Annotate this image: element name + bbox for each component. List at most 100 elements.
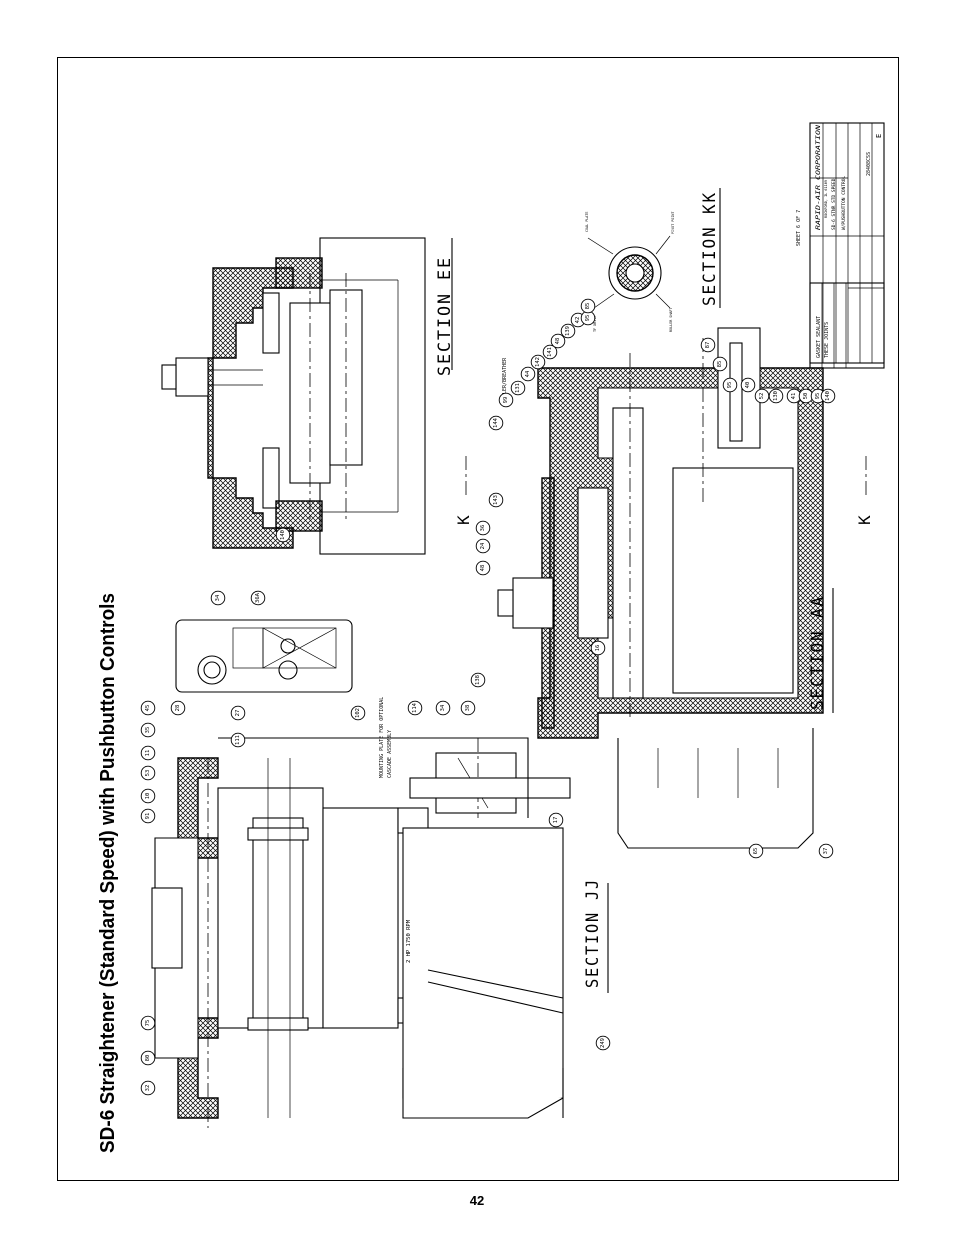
section-aa: SECTION AA K K FILLER/BREATHER GASKET SE…: [454, 316, 874, 849]
part-balloon: 140: [820, 388, 836, 404]
svg-text:80: 80: [145, 1055, 151, 1062]
part-balloon: 95: [722, 377, 738, 393]
part-balloon: 45: [140, 700, 156, 716]
part-balloon: 95: [810, 388, 826, 404]
part-balloon: 87: [700, 337, 716, 353]
part-balloon: 99: [498, 392, 514, 408]
part-balloon: 17: [548, 812, 564, 828]
svg-text:28: 28: [175, 705, 181, 712]
cascade-plate: [175, 619, 353, 693]
part-balloon: 142: [530, 354, 546, 370]
detail-tf-drive: TF DRIVE: [593, 316, 597, 332]
svg-text:45: 45: [145, 705, 151, 712]
part-balloon: 48: [475, 560, 491, 576]
part-balloon: 85: [580, 298, 596, 314]
part-balloon: 35: [140, 722, 156, 738]
part-balloon: 138: [470, 672, 486, 688]
part-balloon: 114: [407, 700, 423, 716]
part-balloon: 36A: [250, 590, 266, 606]
part-balloon: 111: [230, 732, 246, 748]
svg-text:34: 34: [440, 704, 446, 711]
title-block-description: SD-6 STNR STD SPEED: [831, 178, 837, 230]
part-balloon: 143: [488, 492, 504, 508]
svg-text:11: 11: [145, 750, 151, 757]
part-balloon: 85: [712, 356, 728, 372]
title-block-company: RAPID-AIR CORPORATION: [814, 125, 822, 230]
svg-text:95: 95: [727, 382, 733, 389]
part-balloon: 27: [230, 705, 246, 721]
svg-text:139: 139: [565, 326, 571, 336]
part-balloon: 53: [140, 765, 156, 781]
svg-text:141: 141: [547, 347, 553, 357]
title-block-drawing-number: 28408CSS: [866, 152, 872, 176]
svg-text:143: 143: [493, 495, 499, 505]
svg-text:52: 52: [759, 393, 765, 400]
section-jj-label: SECTION JJ: [583, 878, 603, 988]
part-balloon: 131: [510, 380, 526, 396]
section-ee: SECTION EE: [161, 237, 455, 555]
svg-text:37: 37: [823, 848, 829, 855]
part-balloon: 139: [560, 323, 576, 339]
note-gasket-sealant: GASKET SEALANT: [816, 316, 822, 358]
svg-text:111: 111: [235, 735, 241, 745]
svg-text:75: 75: [145, 1020, 151, 1027]
svg-text:36: 36: [480, 525, 486, 532]
svg-text:41: 41: [791, 393, 797, 400]
svg-text:48: 48: [555, 338, 561, 345]
part-balloon: 141: [542, 344, 558, 360]
page-number: 42: [469, 1193, 485, 1208]
sheet-note: SHEET 6 OF 7: [796, 210, 802, 246]
svg-text:17: 17: [553, 817, 559, 824]
part-balloon: 91: [140, 808, 156, 824]
page-title: SD-6 Straightener (Standard Speed) with …: [96, 593, 119, 1153]
svg-text:131: 131: [515, 383, 521, 393]
part-balloon: 80: [140, 1050, 156, 1066]
title-block-rev: E: [875, 134, 883, 138]
svg-text:85: 85: [717, 361, 723, 368]
section-kk-detail: COAL PLATE PIVOT POINT TF DRIVE ROLLER S…: [585, 188, 721, 333]
svg-text:142: 142: [535, 357, 541, 367]
svg-text:32: 32: [145, 1085, 151, 1092]
part-balloon: 75: [140, 1015, 156, 1031]
part-balloon: 249: [595, 1035, 611, 1051]
svg-text:44: 44: [525, 370, 531, 377]
drawing-frame: SD-6 Straightener (Standard Speed) with …: [57, 57, 899, 1181]
svg-text:42: 42: [575, 317, 581, 324]
note-mounting-plate: MOUNTING PLATE FOR OPTIONAL: [379, 697, 385, 778]
svg-text:65: 65: [753, 848, 759, 855]
svg-text:27: 27: [235, 710, 241, 717]
part-balloon: 10: [140, 788, 156, 804]
svg-text:144: 144: [493, 417, 499, 428]
svg-text:36A: 36A: [255, 592, 261, 603]
svg-text:10: 10: [145, 793, 151, 800]
part-balloon: 52: [754, 388, 770, 404]
part-balloon: 140: [275, 527, 291, 543]
svg-text:40: 40: [745, 382, 751, 389]
svg-text:87: 87: [705, 342, 711, 349]
detail-roller-shaft: ROLLER SHAFT: [669, 308, 673, 333]
svg-text:138: 138: [475, 675, 481, 685]
svg-text:102: 102: [355, 708, 361, 718]
part-balloon: 144: [488, 415, 504, 431]
part-balloon: 38: [460, 700, 476, 716]
part-balloon: 11: [140, 745, 156, 761]
svg-text:95: 95: [585, 315, 591, 322]
part-balloon: 34: [435, 700, 451, 716]
title-block-description-2: W/PUSHBUTTON CONTROL: [841, 176, 847, 230]
cut-line-k-top: K: [454, 515, 473, 525]
note-filler-breather: FILLER/BREATHER: [502, 357, 508, 403]
part-balloon: 16: [590, 640, 606, 656]
svg-text:85: 85: [585, 303, 591, 310]
svg-text:24: 24: [480, 542, 486, 549]
part-balloon: 130: [768, 388, 784, 404]
svg-text:91: 91: [145, 813, 151, 820]
svg-text:35: 35: [145, 727, 151, 734]
svg-text:53: 53: [145, 770, 151, 777]
svg-text:140: 140: [280, 530, 286, 540]
svg-text:99: 99: [503, 397, 509, 404]
svg-text:38: 38: [465, 705, 471, 712]
note-gasket-sealant-2: THESE JOINTS: [824, 322, 830, 358]
part-balloon: 48: [550, 333, 566, 349]
svg-text:95: 95: [815, 393, 821, 400]
